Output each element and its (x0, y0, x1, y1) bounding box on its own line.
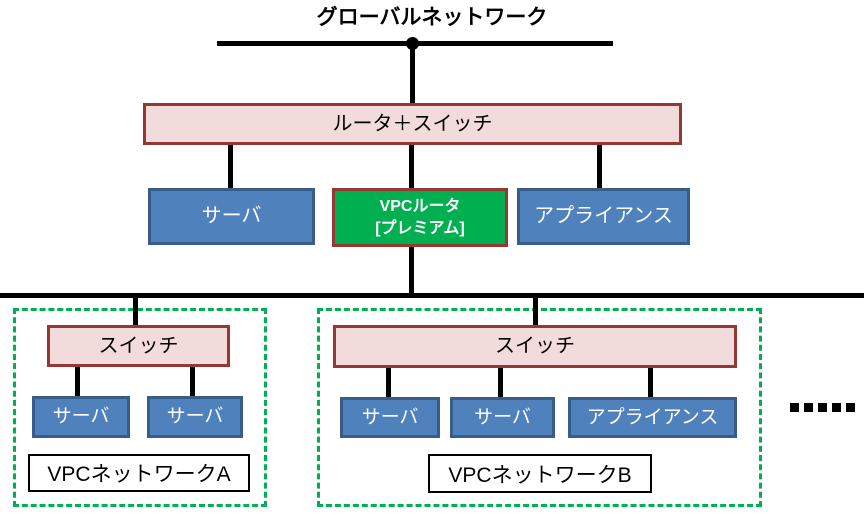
vpc-b-label-box: VPCネットワークB (428, 454, 652, 493)
more-networks-ellipsis (790, 403, 855, 412)
connector-bus-to-router (410, 43, 415, 103)
server-a2-label: サーバ (166, 406, 224, 428)
connector-vpc-router-to-bus (409, 247, 414, 293)
vpc-router-node: VPCルータ [プレミアム] (332, 188, 508, 247)
appliance-label: アプライアンス (534, 205, 673, 227)
appliance-node-b: アプライアンス (568, 397, 737, 438)
connector-switch-b-to-server-2 (498, 368, 503, 397)
vpc-bus (0, 293, 864, 298)
connector-bus-to-switch-b (533, 298, 538, 325)
vpc-b-name: VPCネットワークB (448, 463, 632, 487)
global-network-title: グローバルネットワーク (316, 6, 548, 29)
ellipsis-dot (846, 403, 855, 412)
vpc-a-name: VPCネットワークA (47, 463, 231, 486)
ellipsis-dot (804, 403, 813, 412)
vpc-network-a-group (13, 308, 267, 507)
ellipsis-dot (832, 403, 841, 412)
switch-b-label: スイッチ (495, 335, 575, 357)
switch-a-label: スイッチ (98, 334, 179, 357)
connector-bus-to-switch-a (133, 298, 138, 325)
ellipsis-dot (818, 403, 827, 412)
server-b2-label: サーバ (474, 406, 531, 428)
server-node: サーバ (148, 188, 315, 245)
router-switch-node: ルータ＋スイッチ (143, 103, 682, 145)
vpc-router-label-line1: VPCルータ (379, 197, 461, 215)
appliance-node: アプライアンス (517, 188, 690, 245)
server-node-a2: サーバ (147, 396, 243, 438)
switch-node-a: スイッチ (47, 325, 230, 367)
connector-switch-b-to-appliance (648, 368, 653, 397)
switch-node-b: スイッチ (333, 325, 737, 368)
server-node-b2: サーバ (450, 397, 555, 438)
server-a1-label: サーバ (52, 406, 110, 428)
server-b1-label: サーバ (361, 406, 419, 428)
router-switch-label: ルータ＋スイッチ (332, 112, 493, 135)
server-label: サーバ (201, 205, 262, 227)
appliance-b-label: アプライアンス (586, 406, 719, 428)
connector-switch-b-to-server-1 (386, 368, 391, 397)
connector-router-to-server (228, 145, 233, 188)
connector-switch-a-to-server-2 (190, 367, 195, 396)
server-node-a1: サーバ (32, 396, 130, 438)
connector-router-to-appliance (597, 145, 602, 188)
connector-router-to-vpc-router (409, 145, 414, 188)
server-node-b1: サーバ (340, 397, 440, 438)
vpc-a-label-box: VPCネットワークA (28, 454, 250, 492)
vpc-router-label-line2: [プレミアム] (375, 219, 465, 237)
connector-switch-a-to-server-1 (75, 367, 80, 396)
ellipsis-dot (790, 403, 799, 412)
vpc-network-b-group (317, 308, 762, 507)
